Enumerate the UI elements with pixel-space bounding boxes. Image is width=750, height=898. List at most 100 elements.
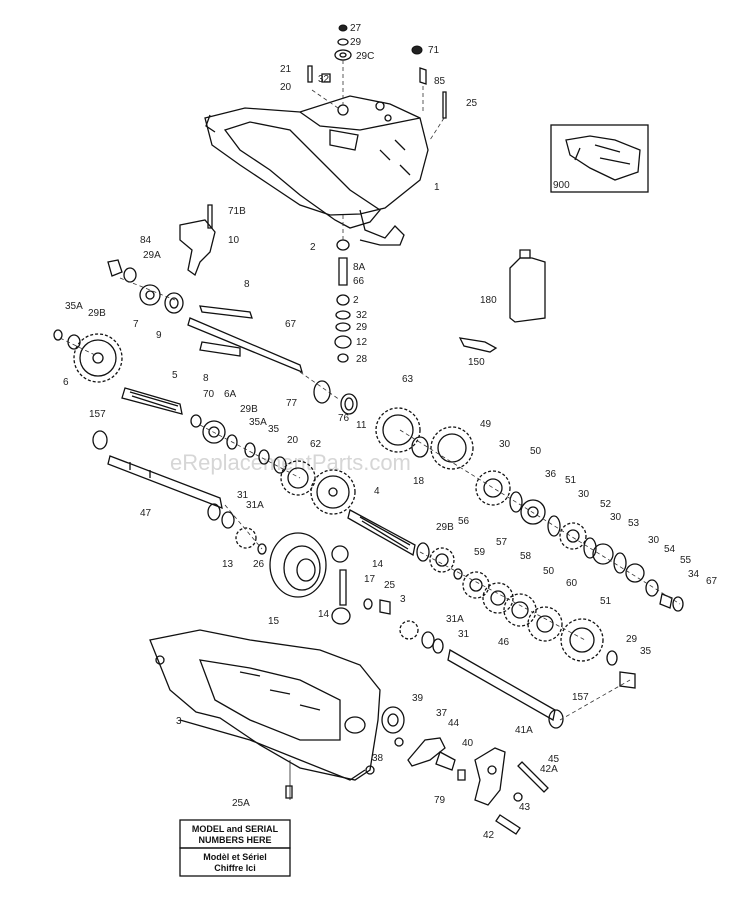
callout-30b: 30 <box>578 489 590 500</box>
callout-15: 15 <box>268 616 280 627</box>
brake-assembly <box>381 706 549 835</box>
callout-29e: 29 <box>626 634 638 645</box>
callout-1: 1 <box>434 182 440 193</box>
callout-59: 59 <box>474 547 486 558</box>
bevel-gear-15 <box>269 532 327 598</box>
callout-52: 52 <box>600 499 612 510</box>
callout-157b: 157 <box>572 692 589 703</box>
callout-157: 157 <box>89 409 106 420</box>
callout-35a: 35A <box>65 301 83 312</box>
callout-13: 13 <box>222 559 234 570</box>
callout-32: 32 <box>318 74 330 85</box>
callout-67: 67 <box>285 319 297 330</box>
left-sprocket-6 <box>53 329 123 383</box>
model-serial-text-4: Chiffre Ici <box>214 863 256 873</box>
callout-58: 58 <box>520 551 532 562</box>
callout-5: 5 <box>172 370 178 381</box>
middle-gear-row <box>190 414 316 496</box>
callout-28: 28 <box>356 354 368 365</box>
callout-180: 180 <box>480 295 497 306</box>
callout-18: 18 <box>413 476 425 487</box>
upper-housing <box>204 95 429 246</box>
callout-17: 17 <box>364 574 376 585</box>
callout-36: 36 <box>545 469 557 480</box>
callout-14: 14 <box>372 559 384 570</box>
callout-14b: 14 <box>318 609 330 620</box>
callout-85: 85 <box>434 76 446 87</box>
left-gear-cluster <box>107 259 184 314</box>
pinion-13 <box>207 503 267 555</box>
callout-42: 42 <box>483 830 495 841</box>
callout-55: 55 <box>680 555 692 566</box>
callout-11: 11 <box>356 420 367 431</box>
model-serial-text-2: NUMBERS HERE <box>198 835 271 845</box>
callout-41a: 41A <box>515 725 533 736</box>
callout-60: 60 <box>566 578 578 589</box>
callout-50: 50 <box>530 446 542 457</box>
callout-42a: 42A <box>540 764 558 775</box>
output-shaft-46 <box>447 648 564 729</box>
callout-31a: 31A <box>246 500 264 511</box>
model-serial-text-1: MODEL and SERIAL <box>192 824 279 834</box>
center-vertical-stack <box>334 239 352 363</box>
lower-housing <box>149 629 381 800</box>
callout-71b: 71B <box>228 206 246 217</box>
callout-44: 44 <box>448 718 460 729</box>
callout-7: 7 <box>133 319 139 330</box>
callout-6a: 6A <box>224 389 237 400</box>
axle-shaft-47 <box>92 430 223 510</box>
callout-51b: 51 <box>600 596 612 607</box>
assembly-guide-lines <box>59 215 681 721</box>
callout-56: 56 <box>458 516 470 527</box>
callout-38: 38 <box>372 753 384 764</box>
callout-3: 3 <box>176 716 182 727</box>
callout-54: 54 <box>664 544 676 555</box>
callout-12: 12 <box>356 337 368 348</box>
callout-27: 27 <box>350 23 362 34</box>
part-150 <box>458 337 498 353</box>
differential-pinions <box>331 545 444 654</box>
callout-70: 70 <box>203 389 215 400</box>
callout-76: 76 <box>338 413 350 424</box>
callout-150: 150 <box>468 357 485 368</box>
callout-77: 77 <box>286 398 298 409</box>
callout-34: 34 <box>688 569 700 580</box>
lower-gear-row <box>462 571 604 662</box>
callout-35: 35 <box>268 424 280 435</box>
callout-66: 66 <box>353 276 365 287</box>
callout-8: 8 <box>244 279 250 290</box>
callout-45: 45 <box>548 754 560 765</box>
splined-shaft-4 <box>347 509 416 557</box>
callout-26: 26 <box>253 559 265 570</box>
callout-29b2: 29B <box>240 404 258 415</box>
callout-31: 31 <box>237 490 249 501</box>
callout-25b: 25 <box>384 580 396 591</box>
right-gear-row <box>430 426 684 612</box>
callout-29: 29 <box>350 37 362 48</box>
callout-51: 51 <box>565 475 577 486</box>
callout-39: 39 <box>412 693 424 704</box>
callout-29a: 29A <box>143 250 161 261</box>
gear-63 <box>375 407 429 458</box>
callout-37: 37 <box>436 708 448 719</box>
callout-8a: 8A <box>353 262 366 273</box>
callout-84: 84 <box>140 235 152 246</box>
callout-21: 21 <box>280 64 292 75</box>
callout-29d: 29 <box>356 322 368 333</box>
callout-47: 47 <box>140 508 152 519</box>
callout-3b: 3 <box>400 594 406 605</box>
right-end-parts <box>606 650 636 689</box>
callout-30: 30 <box>499 439 511 450</box>
callout-43: 43 <box>519 802 531 813</box>
callout-6: 6 <box>63 377 69 388</box>
callout-20: 20 <box>280 82 292 93</box>
callout-9: 9 <box>156 330 162 341</box>
callout-32b: 32 <box>356 310 368 321</box>
callout-30c: 30 <box>610 512 622 523</box>
callout-29b3: 29B <box>436 522 454 533</box>
callout-25a: 25A <box>232 798 250 809</box>
callout-79: 79 <box>434 795 446 806</box>
callout-57: 57 <box>496 537 508 548</box>
